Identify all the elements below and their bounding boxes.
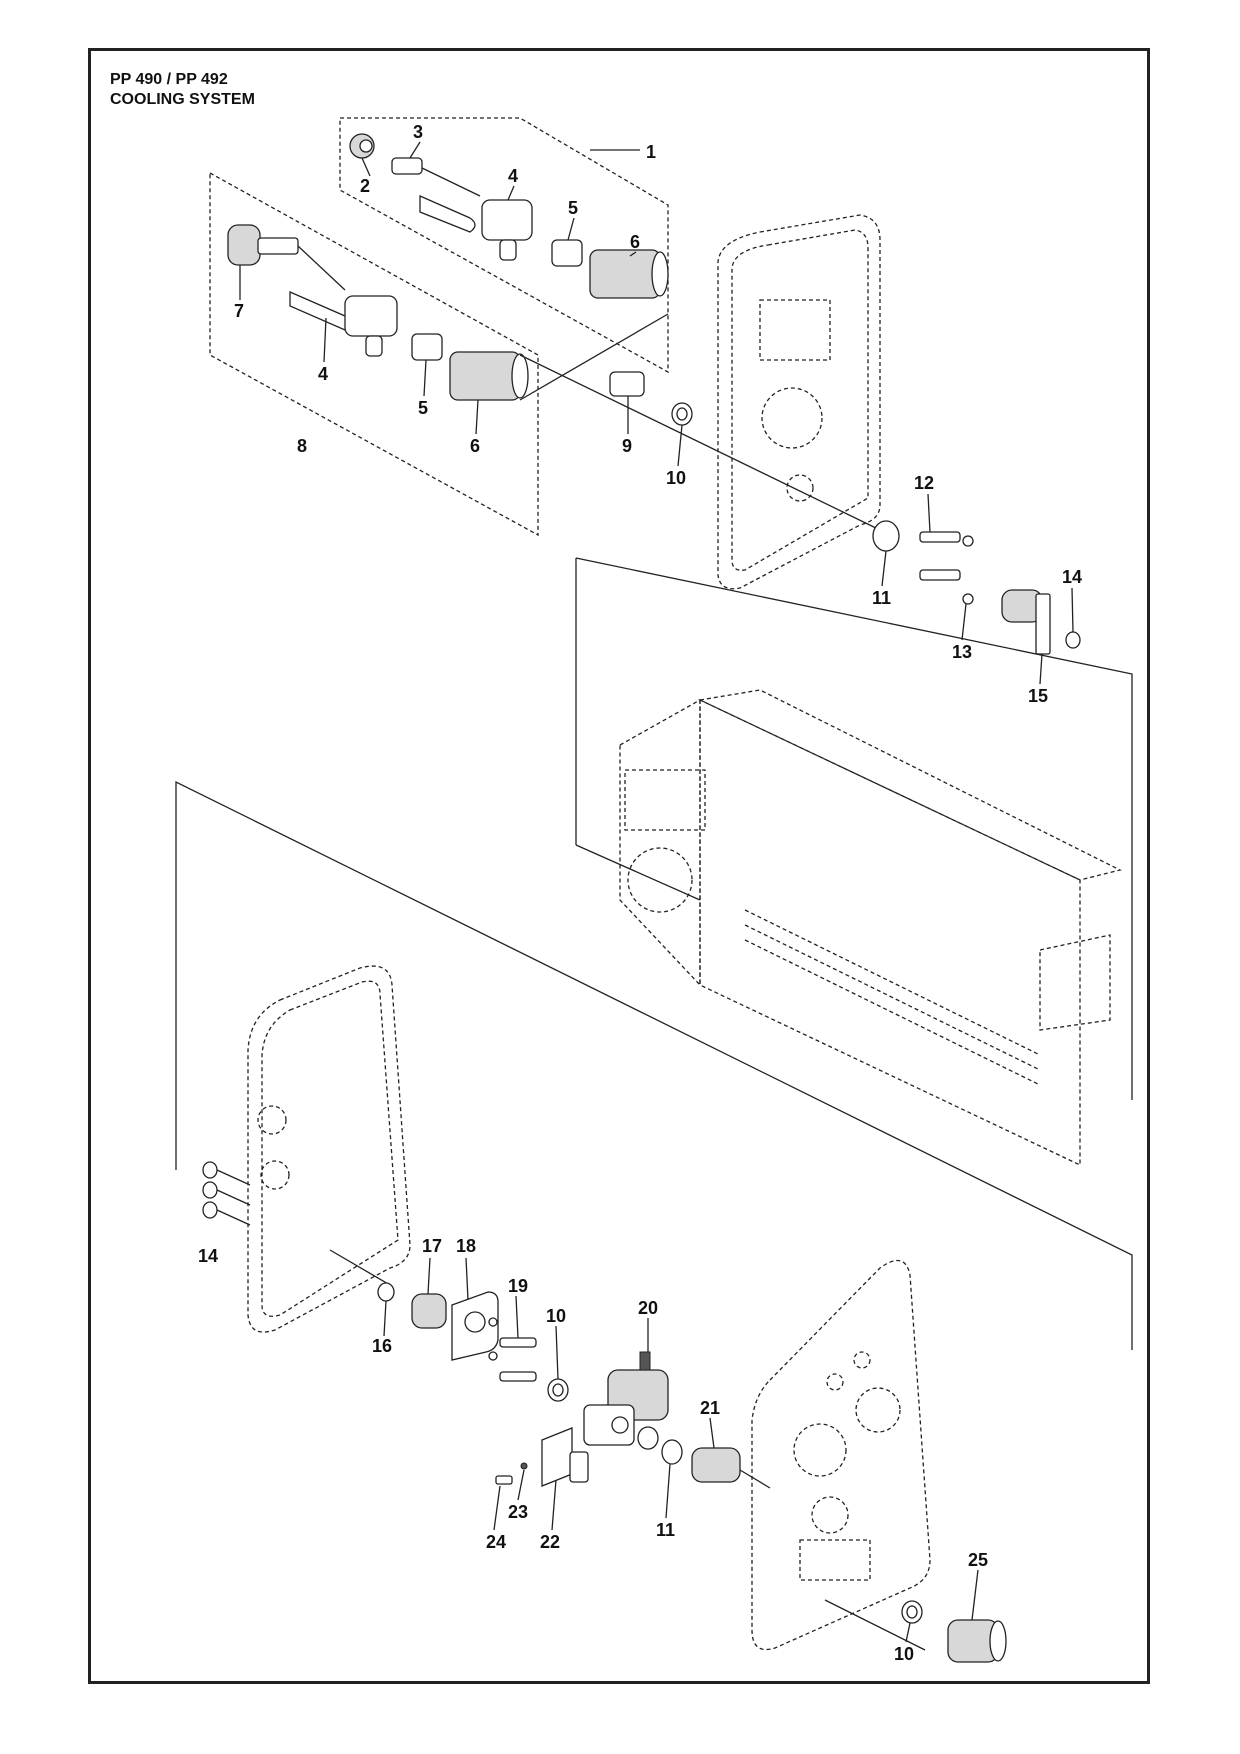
callout-16: 16 (372, 1336, 392, 1356)
valve-block-parts (872, 520, 1081, 655)
callout-1: 1 (646, 142, 656, 162)
washer-coupling-25 (901, 1600, 1007, 1663)
callout-7: 7 (234, 301, 244, 321)
callout-13: 13 (952, 642, 972, 662)
rear-panel (247, 965, 411, 1333)
callout-11a: 11 (872, 588, 891, 608)
callout-19: 19 (508, 1276, 528, 1296)
callout-6a: 6 (630, 232, 640, 252)
leader-lines (239, 141, 1074, 1643)
valve-connector-parts (329, 1249, 537, 1382)
model-label: PP 490 / PP 492 (110, 71, 228, 88)
callout-8: 8 (297, 436, 307, 456)
callout-14a: 14 (1062, 567, 1082, 587)
callout-9: 9 (622, 436, 632, 456)
main-body-housing (619, 689, 1122, 1167)
callout-labels: 1 2 3 4 5 6 7 4 5 6 8 9 10 11 12 13 14 1… (198, 122, 1082, 1664)
callout-11b: 11 (656, 1520, 675, 1540)
callout-21: 21 (700, 1398, 720, 1418)
callout-10c: 10 (894, 1644, 914, 1664)
page-title: PP 490 / PP 492 COOLING SYSTEM (110, 70, 255, 110)
callout-3: 3 (413, 122, 423, 142)
callout-6b: 6 (470, 436, 480, 456)
fitting-9-washer-10 (609, 371, 693, 426)
callout-12: 12 (914, 473, 934, 493)
lower-frame (175, 780, 1133, 1350)
washers-14 (202, 1161, 251, 1226)
callout-2: 2 (360, 176, 370, 196)
callout-5a: 5 (568, 198, 578, 218)
solenoid-valve-parts (547, 1351, 771, 1489)
callout-22: 22 (540, 1532, 560, 1552)
callout-14b: 14 (198, 1246, 218, 1266)
callout-5b: 5 (418, 398, 428, 418)
bracket-parts (495, 1427, 589, 1487)
callout-18: 18 (456, 1236, 476, 1256)
callout-10b: 10 (546, 1306, 566, 1326)
callout-4b: 4 (318, 364, 328, 384)
callout-15: 15 (1028, 686, 1048, 706)
callout-24: 24 (486, 1532, 506, 1552)
assembly-group-8 (209, 171, 669, 537)
callout-10a: 10 (666, 468, 686, 488)
callout-23: 23 (508, 1502, 528, 1522)
section-label: COOLING SYSTEM (110, 91, 255, 108)
callout-4a: 4 (508, 166, 518, 186)
front-panel-upper (519, 214, 881, 590)
main-body-frame (575, 557, 1133, 1100)
page-border (88, 48, 1150, 1684)
callout-17: 17 (422, 1236, 442, 1256)
callout-20: 20 (638, 1298, 658, 1318)
front-panel-lower (751, 1259, 931, 1651)
assembly-group-1 (339, 117, 669, 374)
callout-25: 25 (968, 1550, 988, 1570)
